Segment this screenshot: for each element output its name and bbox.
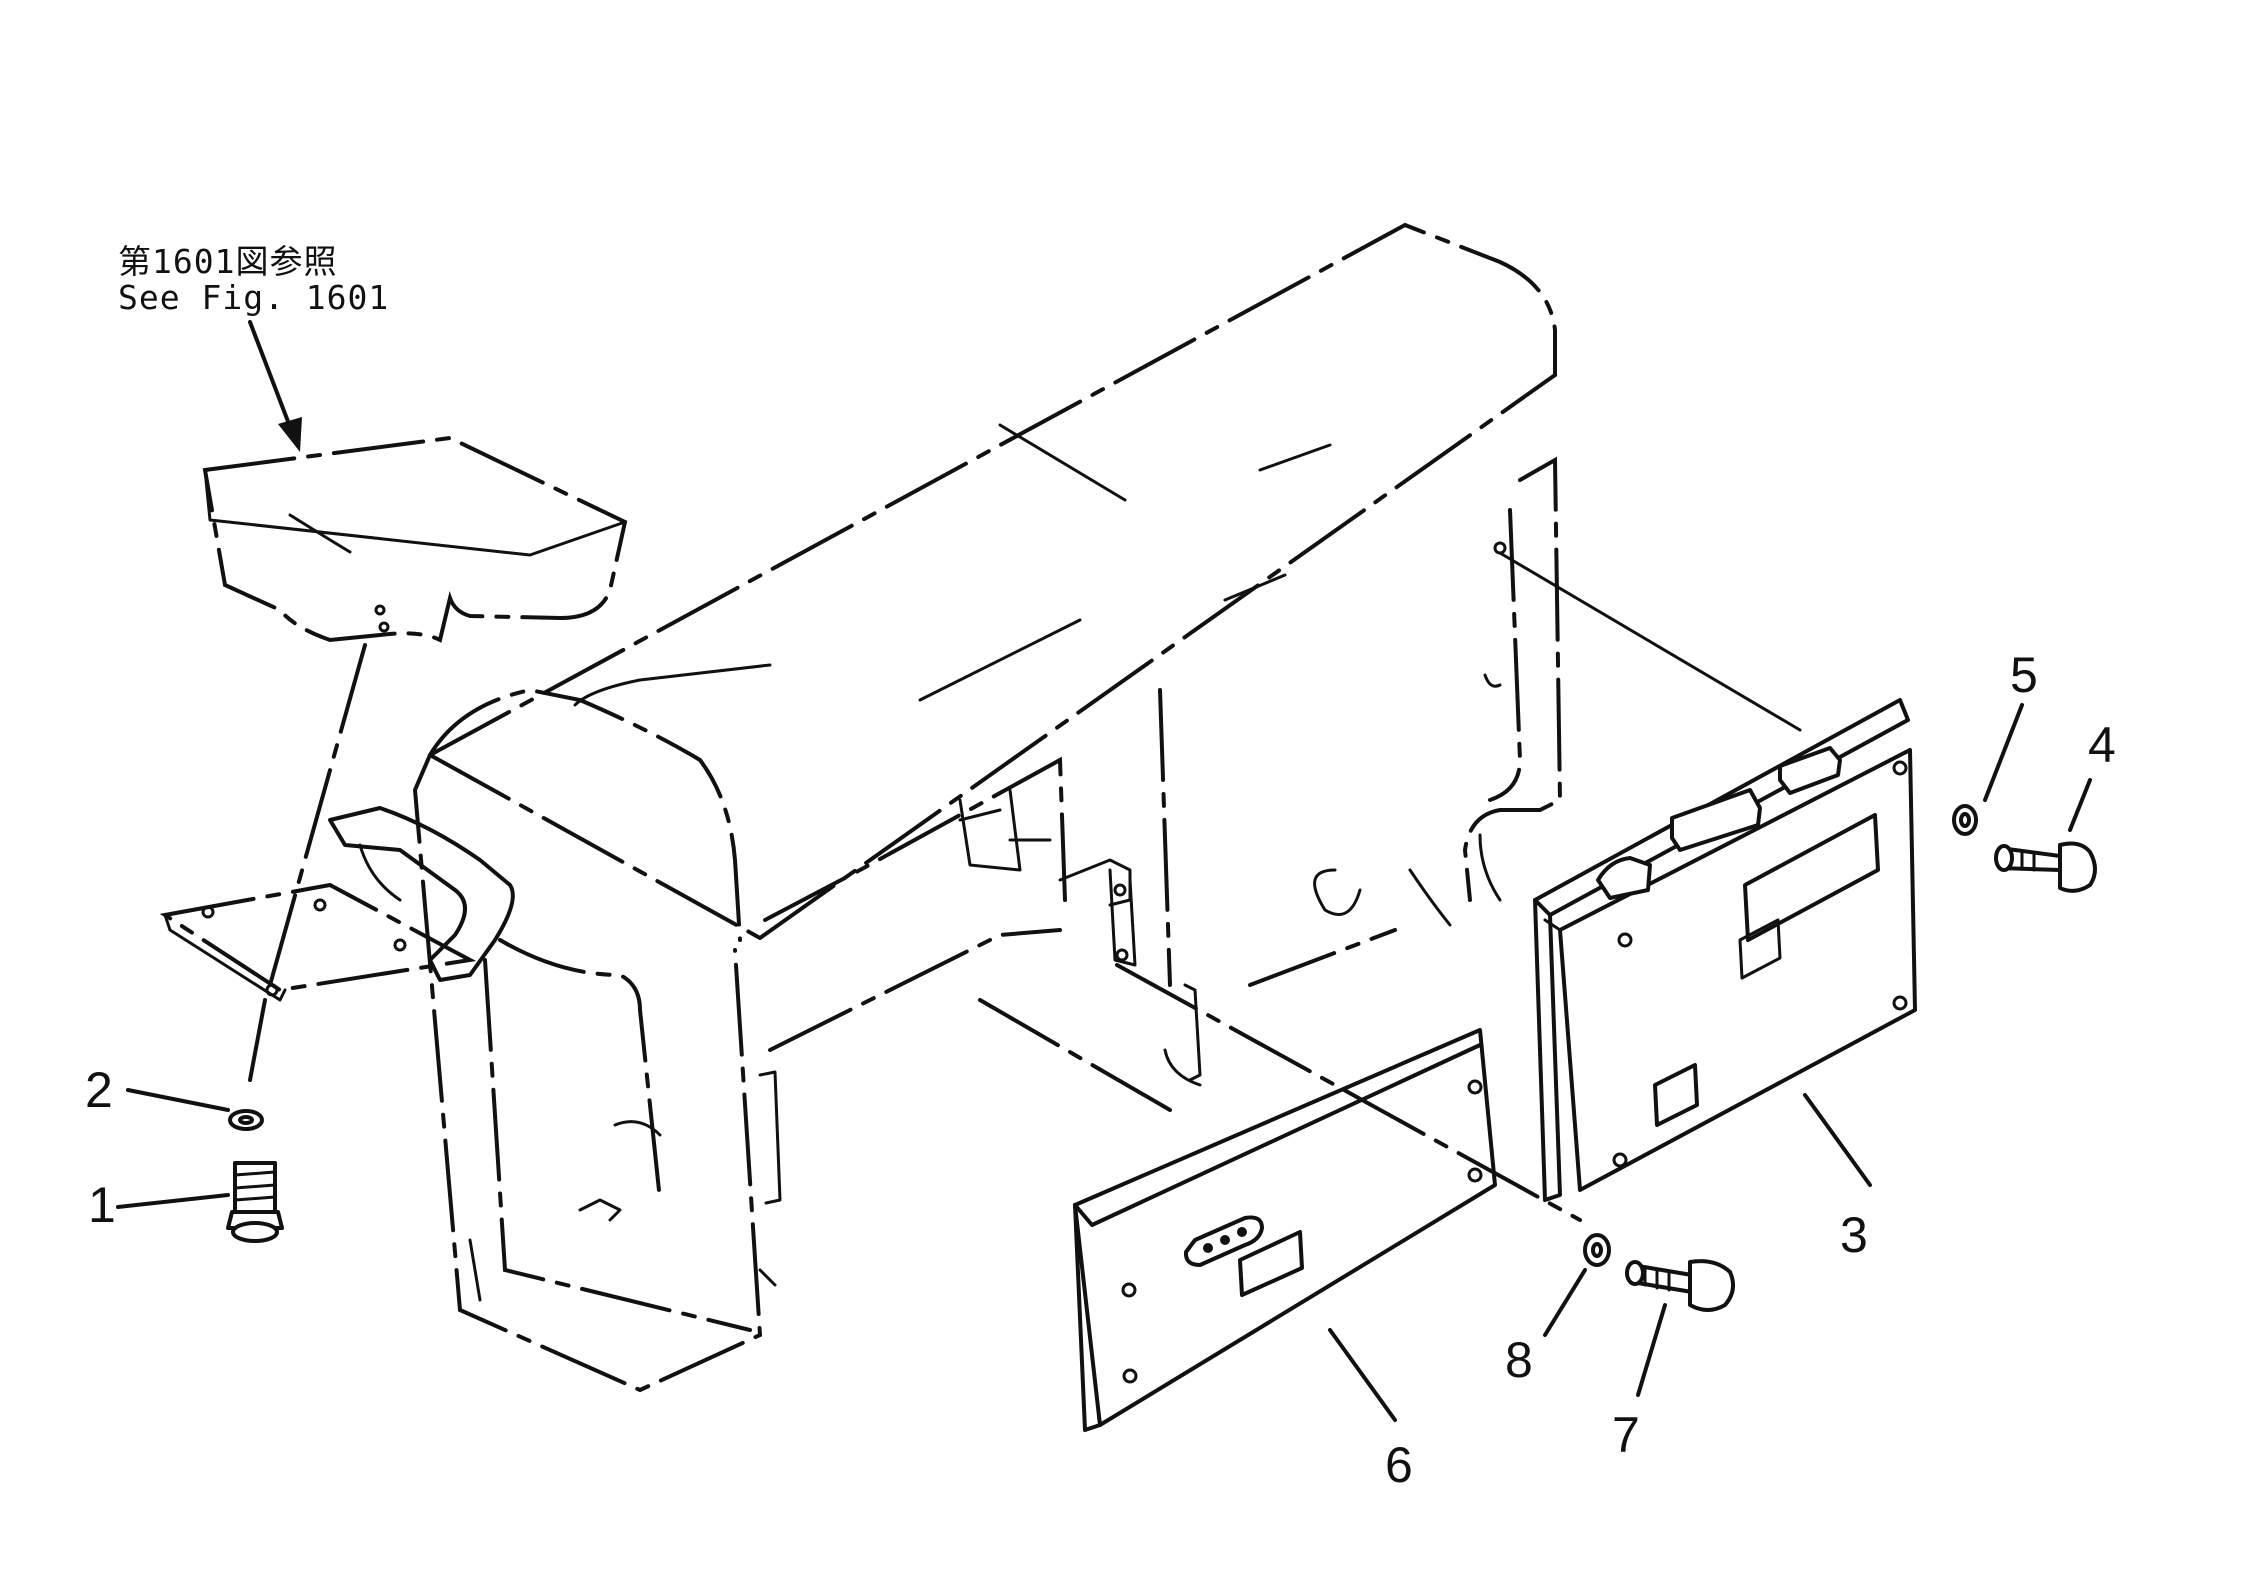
callout-5: 5 bbox=[2010, 647, 2038, 703]
callout-3: 3 bbox=[1840, 1207, 1868, 1263]
callout-7: 7 bbox=[1612, 1407, 1640, 1463]
callout-1: 1 bbox=[88, 1177, 116, 1233]
reference-arrow bbox=[248, 320, 302, 452]
reference-note-jp: 第1601図参照 bbox=[118, 242, 338, 281]
cover-plate-part-6 bbox=[1073, 1028, 1497, 1432]
reference-note: 第1601図参照 See Fig. 1601 bbox=[118, 244, 389, 316]
bolt-part-1 bbox=[226, 1161, 284, 1243]
leader-hole-to-cover bbox=[1115, 963, 1582, 1222]
console-housing bbox=[412, 222, 1563, 1393]
controller-unit-part-3 bbox=[1533, 698, 1917, 1202]
callout-6: 6 bbox=[1385, 1437, 1413, 1493]
washer-part-2 bbox=[228, 1109, 264, 1131]
washer-part-5 bbox=[1952, 804, 1978, 836]
bolt-part-7 bbox=[1625, 1259, 1736, 1312]
seat-cushion bbox=[202, 435, 628, 643]
callout-2: 2 bbox=[85, 1062, 113, 1118]
bolt-part-4 bbox=[1994, 841, 2097, 893]
callout-4: 4 bbox=[2088, 717, 2116, 773]
washer-part-8 bbox=[1583, 1233, 1611, 1267]
armrest-bracket bbox=[159, 806, 515, 1002]
reference-note-en: See Fig. 1601 bbox=[118, 278, 390, 317]
leader-hole-to-controller bbox=[1498, 551, 1802, 732]
leader-seat-bracket bbox=[268, 643, 367, 987]
callout-8: 8 bbox=[1505, 1332, 1533, 1388]
callout-leaders bbox=[116, 703, 2092, 1422]
leader-bracket-bolt bbox=[248, 998, 267, 1082]
